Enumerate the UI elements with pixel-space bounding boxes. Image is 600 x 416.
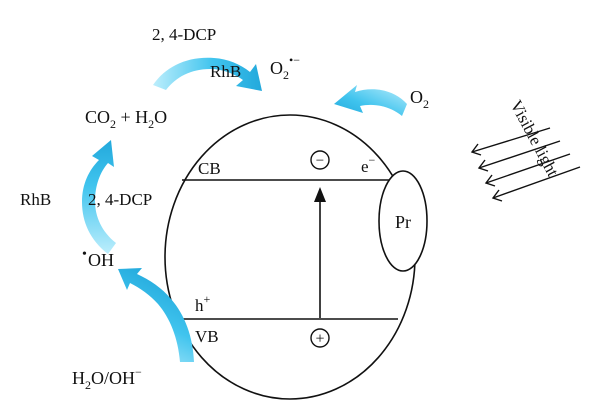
blue-arrow-bottom xyxy=(118,268,194,362)
light-ray-3 xyxy=(485,153,571,184)
rhb-top-label: RhB xyxy=(210,62,241,81)
catalyst-particle xyxy=(164,114,416,400)
light-head-1 xyxy=(470,143,482,156)
water-hydroxide-label: H2O/OH− xyxy=(72,365,142,392)
co2-base: CO xyxy=(85,107,110,127)
electron-sup: − xyxy=(369,153,376,167)
hole-base: h xyxy=(195,296,204,315)
cb-label: CB xyxy=(198,159,221,178)
o2-radical-sub: 2 xyxy=(283,68,289,82)
light-arrow-heads xyxy=(470,143,503,202)
visible-light-arrows xyxy=(471,127,581,199)
light-ray-1 xyxy=(471,127,551,153)
light-head-2 xyxy=(477,159,489,172)
o2-label: O2 xyxy=(410,87,429,111)
h2o-sub: 2 xyxy=(148,117,154,131)
o2-radical-label: O2•− xyxy=(270,53,300,82)
oh-radical-dot: • xyxy=(82,247,87,262)
hole-label: h+ xyxy=(195,292,211,315)
o2-base: O xyxy=(410,87,423,107)
light-ray-2 xyxy=(478,140,561,169)
o2-sub: 2 xyxy=(423,97,429,111)
electron-circle xyxy=(310,150,330,170)
co2-mid: + H xyxy=(116,107,148,127)
blue-arrow-o2 xyxy=(334,85,407,116)
blue-arrow-left xyxy=(82,140,116,254)
h2o-end: O xyxy=(154,107,167,127)
rhb-left-label: RhB xyxy=(20,190,51,209)
blue-arrow-top xyxy=(153,57,262,91)
o2-radical-sup: •− xyxy=(289,53,300,67)
water-sup: − xyxy=(135,365,142,379)
co2-sub: 2 xyxy=(110,117,116,131)
water-end: O/OH xyxy=(91,368,135,388)
o2-radical-base: O xyxy=(270,58,283,78)
co2-h2o-label: CO2 + H2O xyxy=(85,107,167,131)
electron-base: e xyxy=(361,157,369,176)
pr-label: Pr xyxy=(395,212,411,232)
water-sub: 2 xyxy=(85,378,91,392)
dcp-top-label: 2, 4-DCP xyxy=(152,25,216,44)
vb-label: VB xyxy=(195,327,219,346)
water-base: H xyxy=(72,368,85,388)
hole-sup: + xyxy=(204,292,211,306)
hole-circle xyxy=(310,328,330,348)
light-head-3 xyxy=(484,174,496,187)
light-ray-4 xyxy=(492,166,581,199)
oh-radical-label: OH xyxy=(88,250,114,270)
excitation-arrow-head xyxy=(314,187,326,202)
electron-label: e− xyxy=(361,153,376,176)
minus-sign: − xyxy=(316,153,324,169)
pr-ellipse xyxy=(378,170,428,272)
light-head-4 xyxy=(491,189,503,202)
dcp-left-label: 2, 4-DCP xyxy=(88,190,152,209)
plus-sign: + xyxy=(315,331,324,348)
